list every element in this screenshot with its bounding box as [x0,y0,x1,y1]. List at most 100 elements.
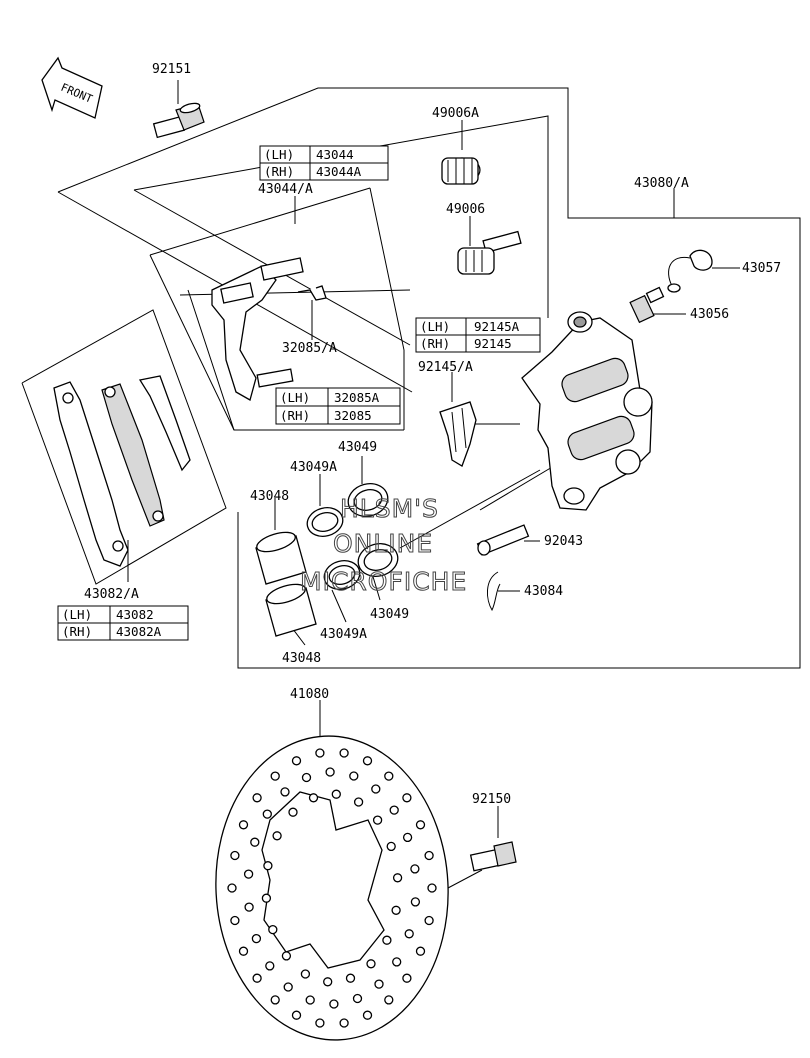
disc-hole [386,841,396,852]
seal-43049a-top-icon [306,507,344,537]
table-92145-r1-side: (RH) [420,336,450,351]
piston-43048-bot-icon [265,583,317,637]
disc-hole [265,961,275,971]
table-32085-r0-side: (LH) [280,390,310,405]
label-49006a: 49006A [432,106,479,121]
disc-hole [238,946,249,956]
table-92145-r0-side: (LH) [420,319,450,334]
disc-hole [291,756,302,766]
disc-hole [272,831,282,841]
disc-hole [372,815,383,825]
disc-hole [300,969,311,979]
watermark-line-1: HLSM'S [340,494,439,523]
disc-hole [329,999,339,1009]
part-labels: 92151 49006A 43080/A 43044/A 49006 43057… [84,62,781,807]
disc-hole [384,995,394,1005]
disc-hole [424,915,434,926]
spring-92145-icon [439,401,477,467]
disc-hole [392,873,403,883]
caliper-bracket-icon [211,257,304,401]
front-arrow-icon: FRONT [41,56,103,119]
disc-hole [362,756,373,766]
disc-hole [262,809,272,819]
brake-disc-icon [215,735,449,1041]
clip-43084-icon [487,571,501,612]
disc-hole [325,767,335,777]
disc-hole [301,772,312,783]
disc-hole [283,982,293,992]
disc-hole [391,905,401,915]
disc-hole [315,1018,325,1028]
watermark-line-3: MICROFICHE [300,567,467,596]
disc-hole [404,929,414,939]
disc-hole [389,805,399,815]
disc-hole [415,820,426,830]
disc-hole [402,793,412,803]
disc-hole [305,995,315,1005]
table-43044-r1-side: (RH) [264,164,294,179]
table-43044: (LH) 43044 (RH) 43044A [259,145,389,181]
label-92151: 92151 [152,62,191,77]
table-32085: (LH) 32085A (RH) 32085 [275,387,401,425]
disc-hole [280,787,290,797]
disc-hole [261,893,272,903]
brake-pad-inner-icon [101,383,165,527]
label-43080a: 43080/A [634,176,689,191]
disc-hole [308,793,319,803]
seal-43049-top-icon [347,483,389,517]
disc-hole [243,869,254,879]
disc-hole [402,832,413,843]
label-43057: 43057 [742,261,781,276]
boot-49006a-icon [441,157,481,185]
disc-hole [227,883,237,893]
table-43044-r1-part: 43044A [316,164,362,179]
table-43082-r0-side: (LH) [62,607,92,622]
label-43056: 43056 [690,307,729,322]
caliper-body-icon [521,311,653,511]
label-43049a-bot: 43049A [320,627,367,642]
table-43082-r1-side: (RH) [62,624,92,639]
disc-hole [244,902,254,912]
disc-hole [366,959,376,969]
disc-hole [252,973,262,983]
disc-hole [270,771,280,781]
clip-32085-icon [297,285,327,301]
disc-hole [263,861,273,871]
label-43084: 43084 [524,584,563,599]
disc-hole [410,897,421,907]
disc-hole [315,748,325,758]
seal-43049-bot-icon [357,543,399,577]
table-32085-r1-side: (RH) [280,408,310,423]
label-43049-bot: 43049 [370,607,409,622]
brake-pad-plate-icon [53,381,129,567]
disc-hole [424,850,434,861]
disc-hole [427,883,437,893]
table-92145: (LH) 92145A (RH) 92145 [415,317,541,353]
disc-hole [362,1010,373,1020]
table-92145-r0-part: 92145A [474,319,520,334]
label-92043: 92043 [544,534,583,549]
bolt-92151-icon [152,102,205,139]
disc-hole [349,771,359,781]
disc-hole [402,973,412,983]
label-92150: 92150 [472,792,511,807]
bleeder-valve-icon [629,286,665,324]
label-43048-bot: 43048 [282,651,321,666]
disc-hole [353,797,364,807]
disc-holes [227,748,437,1028]
table-43044-r0-side: (LH) [264,147,294,162]
bolt-92150-icon [469,841,517,872]
label-32085a: 32085/A [282,341,337,356]
table-32085-r0-part: 32085A [334,390,380,405]
label-43049a-top: 43049A [290,460,337,475]
disc-hole [281,951,292,961]
disc-hole [415,946,426,956]
disc-hole [374,979,384,989]
pin-92043-icon [476,524,530,556]
disc-hole [323,977,333,987]
label-49006: 49006 [446,202,485,217]
label-43049-top: 43049 [338,440,377,455]
pin-49006-icon [457,230,522,275]
disc-hole [268,924,278,935]
disc-hole [252,793,262,803]
